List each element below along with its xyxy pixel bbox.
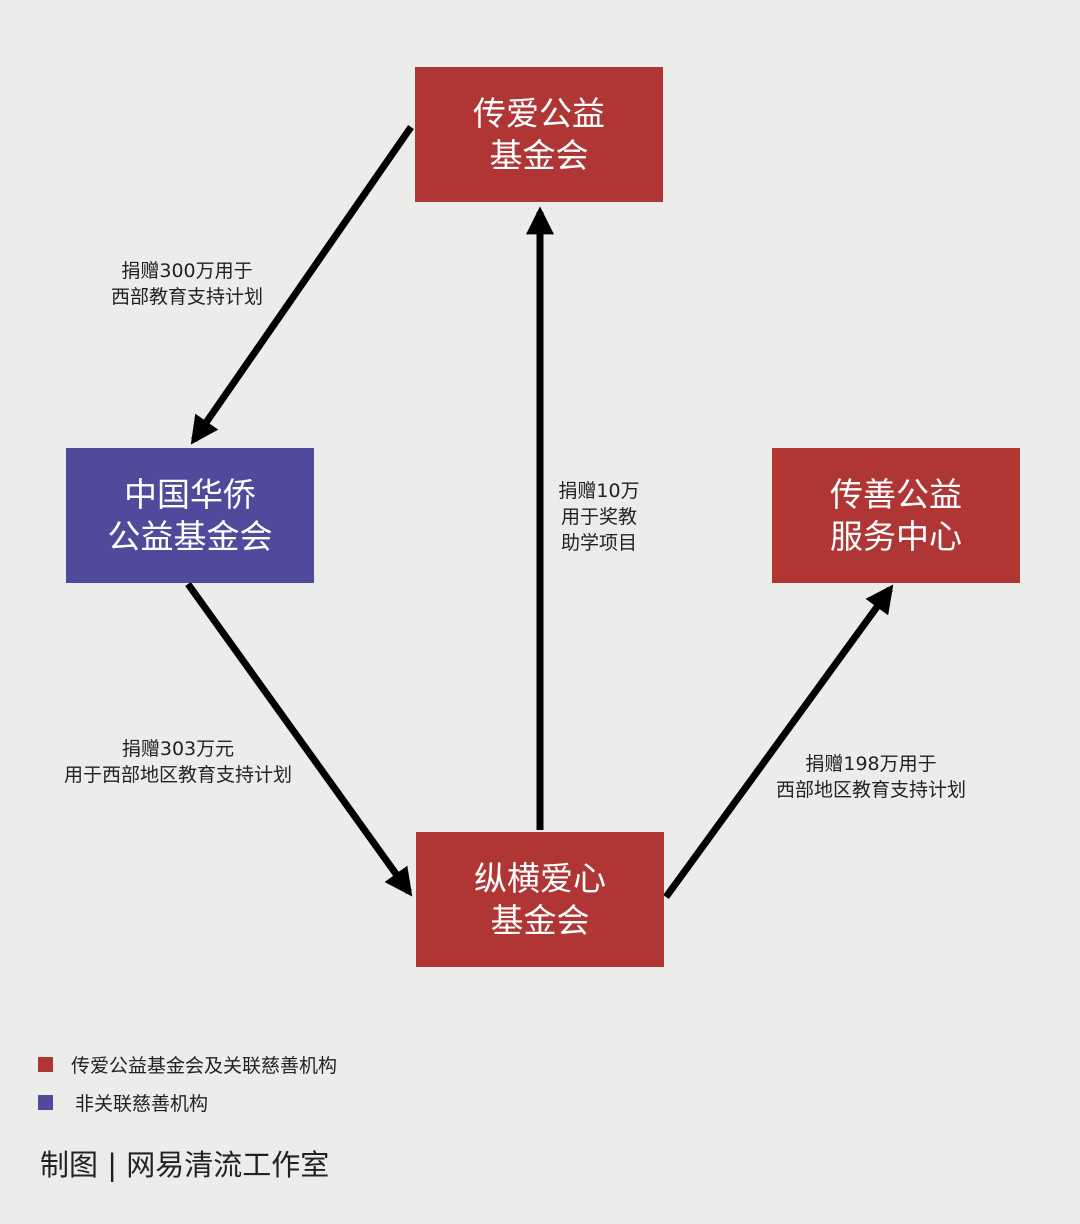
node-chuanshan-center: 传善公益 服务中心 <box>772 448 1020 583</box>
legend-label: 非关联慈善机构 <box>75 1093 209 1115</box>
arrow-top-to-left <box>190 125 414 445</box>
legend-item-affiliated: 传爱公益基金会及关联慈善机构 <box>38 1051 337 1078</box>
legend-swatch-purple <box>38 1095 53 1110</box>
edge-label-bottom-to-top: 捐赠10万 用于奖教 助学项目 <box>558 480 640 554</box>
edge-label-bottom-to-right: 捐赠198万用于 西部地区教育支持计划 <box>775 753 967 801</box>
legend-label: 传爱公益基金会及关联慈善机构 <box>71 1055 338 1077</box>
node-zongheng-foundation: 纵横爱心 基金会 <box>416 832 664 967</box>
legend-item-non-affiliated: 非关联慈善机构 <box>38 1089 208 1116</box>
edge-label-left-to-bottom: 捐赠303万元 用于西部地区教育支持计划 <box>63 738 293 786</box>
arrow-bottom-to-right <box>663 584 894 900</box>
arrow-left-to-bottom <box>185 581 413 897</box>
edge-label-top-to-left: 捐赠300万用于 西部教育支持计划 <box>110 260 264 308</box>
node-huaqiao-foundation: 中国华侨 公益基金会 <box>66 448 314 583</box>
legend-swatch-red <box>38 1057 53 1072</box>
credit-text: 制图 | 网易清流工作室 <box>40 1148 330 1182</box>
node-chuanai-foundation: 传爱公益 基金会 <box>415 67 663 202</box>
